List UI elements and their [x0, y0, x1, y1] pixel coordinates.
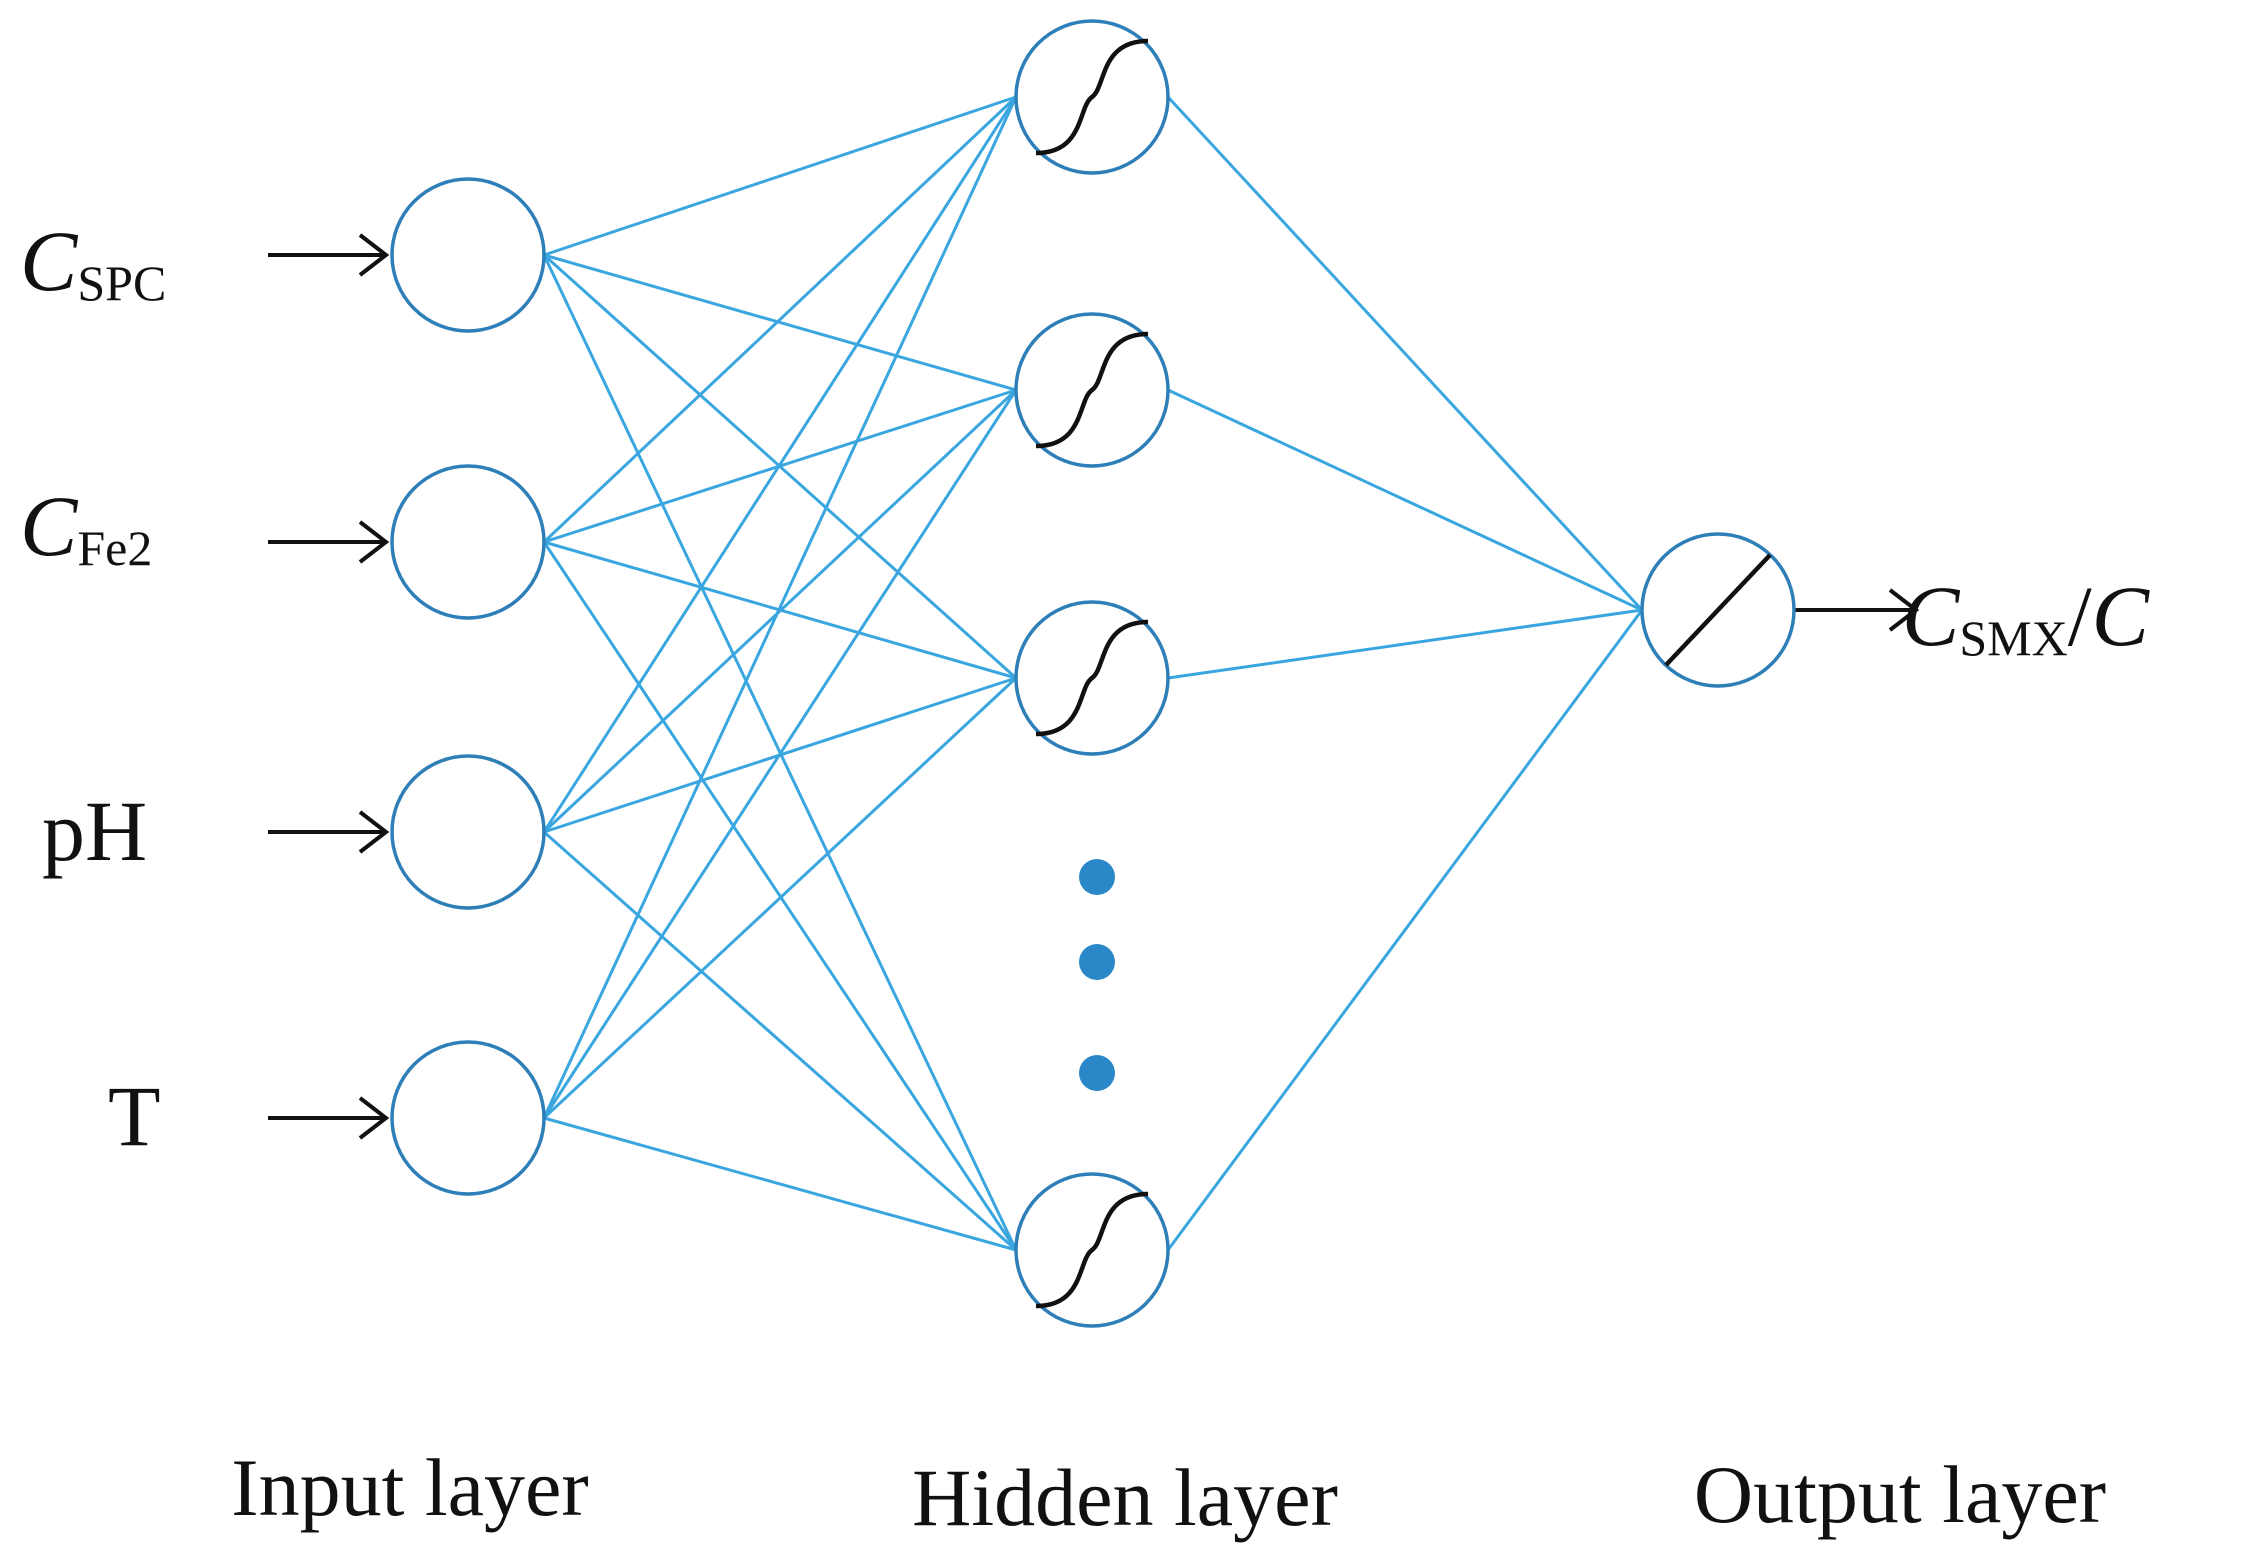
input-label-t: T: [108, 1068, 161, 1164]
sigmoid-icon: [1035, 331, 1149, 449]
output-label-slash: /: [2068, 568, 2092, 664]
sigmoid-icon: [1035, 38, 1149, 156]
input-arrows: [268, 233, 1920, 1140]
layer-label-hidden: Hidden layer: [912, 1452, 1338, 1543]
nodes: [390, 19, 1796, 1328]
input-arrow-1: [268, 233, 390, 277]
connection-hidden-3-output: [1167, 608, 1643, 680]
output-label-denominator: C: [2092, 568, 2151, 664]
connection-hidden-4-output: [1166, 609, 1644, 1251]
output-label-sub: SMX: [1959, 610, 2067, 666]
ellipsis-dot-2: [1079, 944, 1115, 980]
input-node-2: [390, 464, 546, 620]
connection-hidden-2-output: [1167, 388, 1643, 612]
connection-input-4-hidden-2: [542, 389, 1018, 1119]
sigmoid-icon: [1035, 1191, 1149, 1309]
output-label-main: C: [1902, 568, 1961, 664]
layer-label-input: Input layer: [231, 1442, 588, 1533]
input-node-1: [390, 177, 546, 333]
hidden-node-1: [1014, 19, 1170, 175]
output-label: CSMX/C: [1902, 568, 2151, 666]
sigmoid-icon: [1035, 619, 1149, 737]
connection-input-4-hidden-4: [543, 1116, 1017, 1252]
connection-input-1-hidden-1: [543, 95, 1017, 257]
hidden-node-3: [1014, 600, 1170, 756]
input-label-ph: pH: [42, 783, 147, 879]
input-label-cfe2-sub: Fe2: [77, 520, 152, 576]
connection-input-2-hidden-1: [542, 95, 1018, 544]
connection-input-3-hidden-1: [542, 96, 1018, 833]
hidden-node-2: [1014, 312, 1170, 468]
connection-hidden-1-output: [1166, 95, 1644, 612]
hidden-node-4: [1014, 1172, 1170, 1328]
input-arrow-3: [268, 810, 390, 854]
ellipsis-dot-3: [1079, 1055, 1115, 1091]
connection-input-4-hidden-3: [542, 676, 1018, 1120]
layer-label-output: Output layer: [1694, 1449, 2106, 1540]
input-node-4: [390, 1040, 546, 1196]
input-label-cfe2: CFe2: [20, 478, 152, 576]
connection-input-4-hidden-1: [542, 96, 1018, 1119]
connections: [542, 95, 1644, 1252]
connection-input-3-hidden-4: [543, 830, 1017, 1252]
input-node-3: [390, 754, 546, 910]
input-arrow-4: [268, 1096, 390, 1140]
input-arrow-2: [268, 520, 390, 564]
connection-input-1-hidden-2: [543, 253, 1017, 392]
output-arrow: [1794, 588, 1920, 632]
output-node: [1640, 532, 1796, 688]
input-label-cspc-main: C: [20, 213, 79, 309]
vertical-dots-icon: [1079, 859, 1115, 1091]
input-label-cspc-sub: SPC: [77, 255, 166, 311]
input-label-cfe2-main: C: [20, 478, 79, 574]
linear-icon: [1664, 553, 1772, 667]
ellipsis-dot-1: [1079, 859, 1115, 895]
input-label-cspc: CSPC: [20, 213, 166, 311]
